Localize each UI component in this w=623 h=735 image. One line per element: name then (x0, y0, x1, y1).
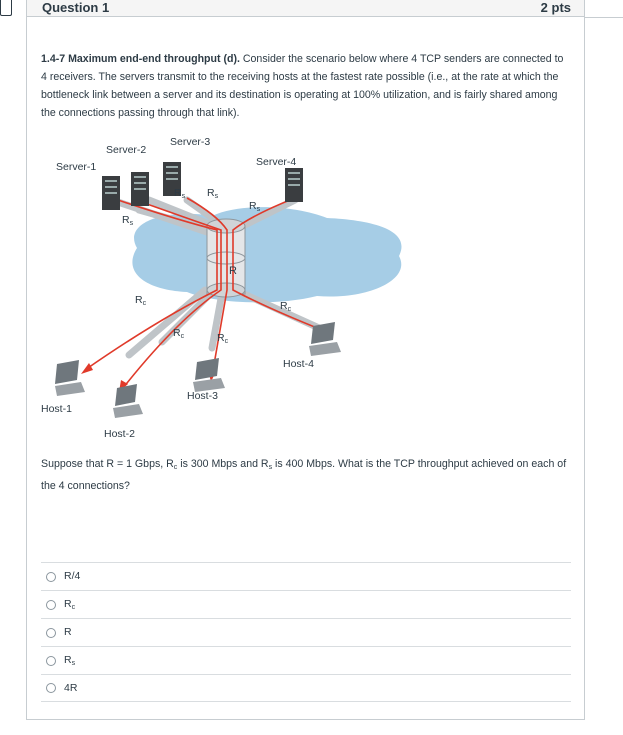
label-rs-1: Rs (122, 214, 134, 227)
bookmark-icon[interactable] (0, 0, 12, 16)
label-server-3: Server-3 (170, 136, 211, 148)
label-server-2: Server-2 (106, 144, 147, 156)
answer-label: R/4 (64, 570, 81, 582)
answer-list: R/4 Rc R Rs 4R (41, 562, 571, 702)
tcp-flows (84, 197, 323, 389)
label-server-1: Server-1 (56, 161, 97, 173)
server-3-icon (163, 162, 181, 196)
question-points: 2 pts (540, 0, 571, 15)
answer-label: Rc (64, 598, 76, 611)
label-rs-4: Rs (249, 200, 261, 213)
question-prompt: 1.4-7 Maximum end-end throughput (d). Co… (41, 50, 571, 122)
label-host-4: Host-4 (283, 358, 314, 370)
host-4-icon (309, 322, 341, 356)
question-card: Question 1 2 pts 1.4-7 Maximum end-end t… (26, 0, 585, 720)
label-rc-2: Rc (173, 327, 185, 340)
radio-button[interactable] (46, 599, 56, 610)
answer-option-2[interactable]: Rc (41, 590, 571, 618)
label-rc-1: Rc (135, 294, 147, 307)
access-links (108, 196, 323, 359)
answer-label: Rs (64, 654, 76, 667)
server-2-icon (131, 172, 149, 206)
label-r: R (229, 265, 237, 277)
radio-button[interactable] (46, 683, 56, 693)
host-2-icon (113, 384, 143, 418)
label-rc-4: Rc (280, 300, 292, 313)
server-1-icon (102, 176, 120, 210)
label-host-2: Host-2 (104, 428, 135, 440)
question-header: Question 1 2 pts (27, 0, 584, 17)
host-3-icon (193, 358, 225, 392)
label-host-1: Host-1 (41, 403, 72, 415)
answer-option-5[interactable]: 4R (41, 674, 571, 702)
question-title: Question 1 (42, 0, 110, 15)
label-host-3: Host-3 (187, 390, 218, 402)
prompt-body: Consider the scenario below where 4 TCP … (41, 53, 564, 119)
server-4-icon (285, 168, 303, 202)
answer-option-1[interactable]: R/4 (41, 562, 571, 590)
answer-option-4[interactable]: Rs (41, 646, 571, 674)
header-divider (585, 17, 623, 18)
network-diagram (55, 162, 402, 418)
label-rs-3: Rs (207, 187, 219, 200)
radio-button[interactable] (46, 627, 56, 638)
host-1-icon (55, 360, 85, 396)
label-server-4: Server-4 (256, 156, 297, 168)
radio-button[interactable] (46, 655, 56, 666)
answer-label: 4R (64, 681, 78, 694)
prompt-heading: 1.4-7 Maximum end-end throughput (d). (41, 53, 240, 65)
routers (206, 218, 246, 298)
answer-label: R (64, 626, 72, 638)
question-text: Suppose that R = 1 Gbps, Rc is 300 Mbps … (41, 458, 567, 492)
radio-button[interactable] (46, 571, 56, 582)
label-rc-3: Rc (217, 332, 229, 345)
label-rs-2: Rs (174, 187, 186, 200)
network-figure: Server-1 Server-2 Server-3 Server-4 Host… (27, 130, 586, 450)
answer-option-3[interactable]: R (41, 618, 571, 646)
